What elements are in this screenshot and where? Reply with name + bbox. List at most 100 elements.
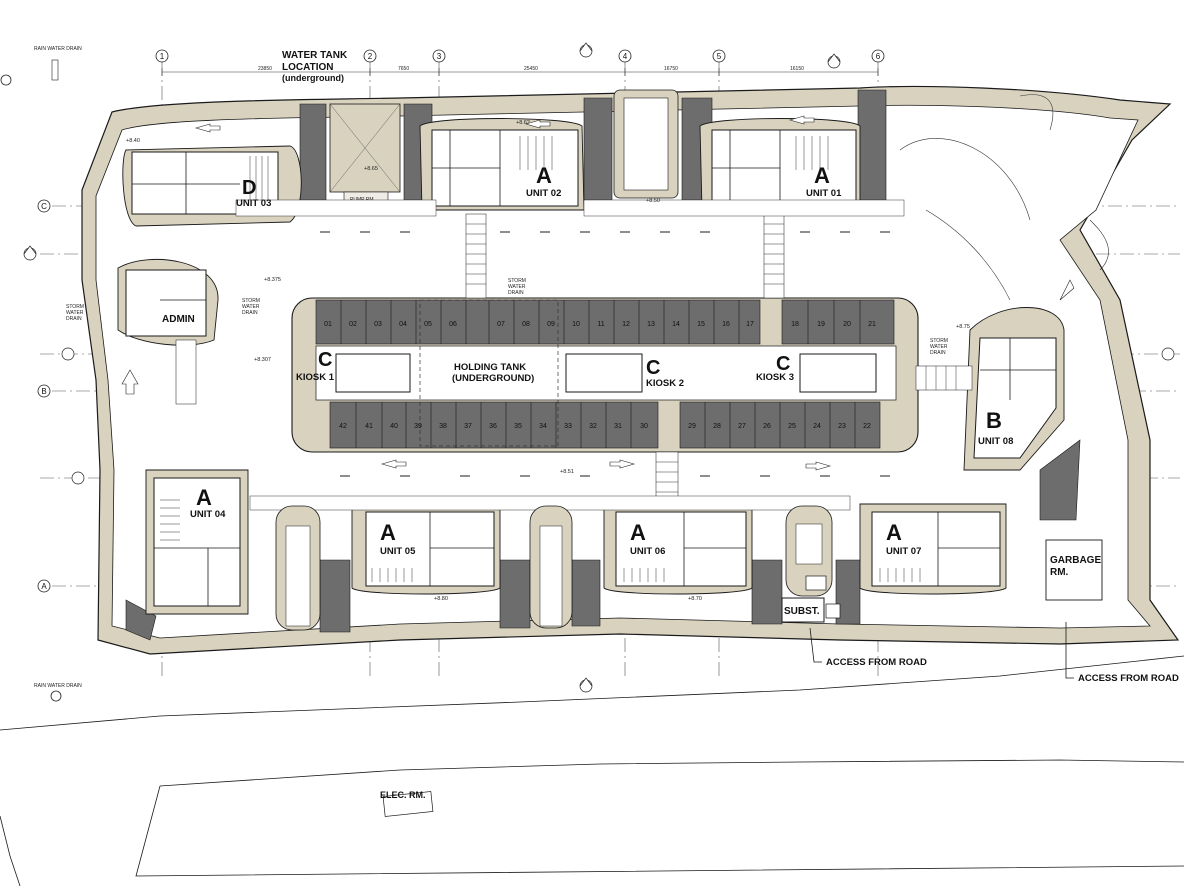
unit-type-letter: A [886, 520, 902, 545]
parking-stall-number: 39 [414, 423, 422, 430]
parking-stall-number: 40 [390, 423, 398, 430]
north-planter-inner [623, 97, 669, 191]
south-planter-inner [285, 523, 823, 627]
unit-name: UNIT 04 [190, 509, 226, 520]
grid-label: 3 [437, 52, 442, 61]
kiosk-type-letter: C [318, 349, 332, 371]
kiosk-name: KIOSK 1 [296, 372, 335, 383]
parking-stall-number: 04 [399, 321, 407, 328]
parking-stall-number: 20 [843, 321, 851, 328]
unit-type-letter: A [196, 485, 212, 510]
grid-label: 5 [717, 52, 722, 61]
parking-stall-number: 32 [589, 423, 597, 430]
rain-drain-symbol [51, 59, 59, 81]
storm-drain-label: STORM [242, 298, 260, 304]
parking-stall-number: 10 [572, 321, 580, 328]
unit-type-letter: A [814, 163, 830, 188]
parking-stall-number: 31 [614, 423, 622, 430]
elec-box [805, 575, 827, 591]
level-marker: +8.75 [956, 324, 970, 330]
level-marker: +8.51 [560, 469, 574, 475]
level-marker: +8.307 [254, 357, 271, 363]
dim-label: 25450 [524, 66, 538, 72]
unit-type-letter: A [380, 520, 396, 545]
water-tank-label-1: WATER TANK [282, 50, 348, 61]
parking-row-south [329, 401, 881, 449]
parking-stall-number: 17 [746, 321, 754, 328]
parking-stall-number: 35 [514, 423, 522, 430]
parking-stall-number: 12 [622, 321, 630, 328]
kiosk-name: KIOSK 3 [756, 372, 794, 383]
parking-stall-number: 22 [863, 423, 871, 430]
parking-stall-number: 28 [713, 423, 721, 430]
pedestrian-crossings [175, 213, 973, 505]
kiosk-buildings [335, 353, 877, 393]
parking-stall-number: 38 [439, 423, 447, 430]
kiosk-name: KIOSK 2 [646, 378, 684, 389]
kiosk-type-letter: C [776, 353, 790, 375]
unit-type-letter: A [630, 520, 646, 545]
holding-tank-label-2: (UNDERGROUND) [452, 373, 534, 384]
unit-interior-walls [132, 130, 1056, 606]
unit-name: UNIT 02 [526, 188, 561, 199]
garbage-room [1045, 539, 1103, 601]
unit-06-building [615, 511, 747, 587]
dim-label: 7650 [398, 66, 409, 72]
unit-name: UNIT 06 [630, 546, 665, 557]
parking-stall-number: 30 [640, 423, 648, 430]
parking-stall-number: 08 [522, 321, 530, 328]
level-marker: +8.375 [264, 277, 281, 283]
parking-stall-number: 34 [539, 423, 547, 430]
stair-hatching [160, 136, 921, 582]
storm-drain-label: WATER [242, 304, 260, 310]
water-tank-label-2: LOCATION [282, 62, 333, 73]
level-marker: +8.62 [516, 120, 530, 126]
grid-label: 6 [876, 52, 881, 61]
holding-tank-outline [419, 299, 559, 447]
storm-drain-label: STORM [508, 278, 526, 284]
parking-stall-number: 16 [722, 321, 730, 328]
level-marker: +8.80 [434, 596, 448, 602]
holding-tank-label-1: HOLDING TANK [454, 362, 526, 373]
grid-label: 2 [368, 52, 373, 61]
traffic-arrows [121, 115, 1075, 471]
parking-stall-number: 18 [791, 321, 799, 328]
grid-label: 1 [160, 52, 165, 61]
storm-drain-label: WATER [508, 284, 526, 290]
elec-room [382, 791, 434, 817]
storm-drain-label: STORM [66, 304, 84, 310]
parking-stall-number: 26 [763, 423, 771, 430]
parking-row-north [315, 299, 895, 345]
elec-room-label: ELEC. RM. [380, 790, 426, 800]
section-markers [23, 42, 1175, 693]
parking-stall-number: 01 [324, 321, 332, 328]
parking-stall-number: 07 [497, 321, 505, 328]
parking-stall-number: 27 [738, 423, 746, 430]
parking-stall-number: 13 [647, 321, 655, 328]
parking-stall-number: 24 [813, 423, 821, 430]
unit-type-letter: B [986, 408, 1002, 433]
parking-stall-number: 33 [564, 423, 572, 430]
access-from-road-label: ACCESS FROM ROAD [826, 657, 927, 668]
substation [781, 597, 825, 623]
parking-stall-number: 06 [449, 321, 457, 328]
level-marker: +8.65 [364, 166, 378, 172]
unit-name: UNIT 03 [236, 198, 271, 209]
storm-drain-label: DRAIN [66, 316, 82, 322]
storm-drain-label: DRAIN [508, 290, 524, 296]
dim-label: 16750 [664, 66, 678, 72]
dimension-line-top [161, 68, 879, 76]
rain-water-drain-label: RAIN WATER DRAIN [34, 46, 82, 52]
unit-08-building [973, 337, 1057, 459]
parking-stall-number: 42 [339, 423, 347, 430]
admin-label: ADMIN [162, 314, 195, 325]
parking-stall-number: 09 [547, 321, 555, 328]
parking-stall-number: 21 [868, 321, 876, 328]
rain-water-drain-label: RAIN WATER DRAIN [34, 683, 82, 689]
storm-drain-label: WATER [66, 310, 84, 316]
parking-stall-number: 14 [672, 321, 680, 328]
road-edges [0, 655, 1184, 887]
meter-box [825, 603, 841, 619]
unit-04-building [153, 477, 241, 607]
